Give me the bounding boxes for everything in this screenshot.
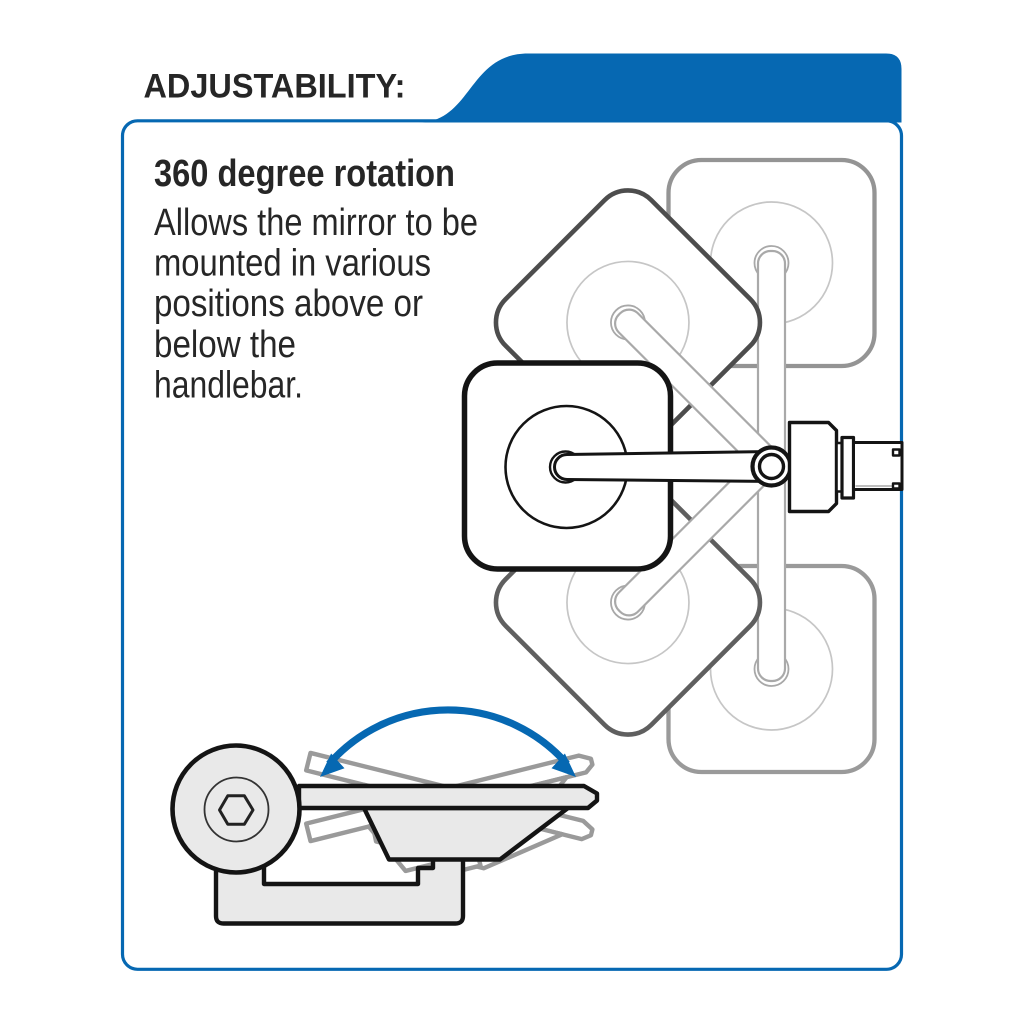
tube-end-notch-bottom (891, 482, 901, 490)
rotation-arrow-head-left (320, 753, 345, 777)
rotation-arrow-arc (326, 706, 570, 767)
feature-heading: 360 degree rotation (154, 153, 455, 195)
pivot-diagram (170, 706, 610, 926)
handlebar-tube (852, 441, 904, 491)
rotation-diagram (461, 160, 904, 772)
pivot-knob-inner (203, 776, 270, 843)
side-mirror-bar (296, 783, 600, 811)
feature-line-2: mounted in various (154, 243, 431, 285)
mirror-main (461, 360, 793, 572)
feature-text: 360 degree rotation Allows the mirror to… (154, 153, 478, 406)
rotation-arrow (320, 706, 576, 777)
side-bracket (213, 854, 466, 926)
mirror-main-arm (553, 450, 773, 483)
clamp-ring (840, 435, 856, 500)
header-banner (418, 53, 902, 123)
side-main (170, 743, 600, 926)
header: ADJUSTABILITY: (144, 53, 902, 123)
rotation-arrow-head-right (551, 753, 576, 777)
clamp-body (787, 420, 839, 514)
feature-line-1: Allows the mirror to be (154, 202, 478, 244)
hex-bolt (218, 794, 255, 826)
feature-line-5: handlebar. (154, 364, 303, 406)
pivot-bolt (757, 452, 786, 481)
feature-line-3: positions above or (154, 283, 423, 325)
side-mirror-housing (361, 805, 571, 862)
handlebar-clamp (787, 420, 904, 514)
content-box-border (120, 119, 904, 971)
header-title: ADJUSTABILITY: (144, 68, 406, 106)
feature-line-4: below the (154, 324, 296, 366)
tube-end-notch-top (891, 448, 901, 457)
